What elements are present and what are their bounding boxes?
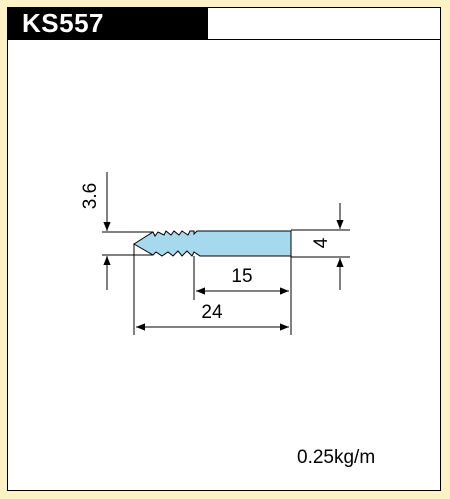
product-code: KS557 <box>8 8 208 39</box>
dim-height-left: 3.6 <box>80 172 153 290</box>
dim-label-4: 4 <box>311 237 332 248</box>
dim-height-right: 4 <box>291 203 350 290</box>
dim-width-flat: 15 <box>193 256 292 335</box>
weight-label: 0.25kg/m <box>297 447 376 468</box>
dim-label-24: 24 <box>201 302 223 323</box>
dim-label-15: 15 <box>231 266 252 287</box>
profile-shape <box>133 230 292 257</box>
dim-width-total: 24 <box>133 244 289 335</box>
title-bar: KS557 <box>8 8 440 40</box>
dim-label-3-6: 3.6 <box>80 183 101 209</box>
